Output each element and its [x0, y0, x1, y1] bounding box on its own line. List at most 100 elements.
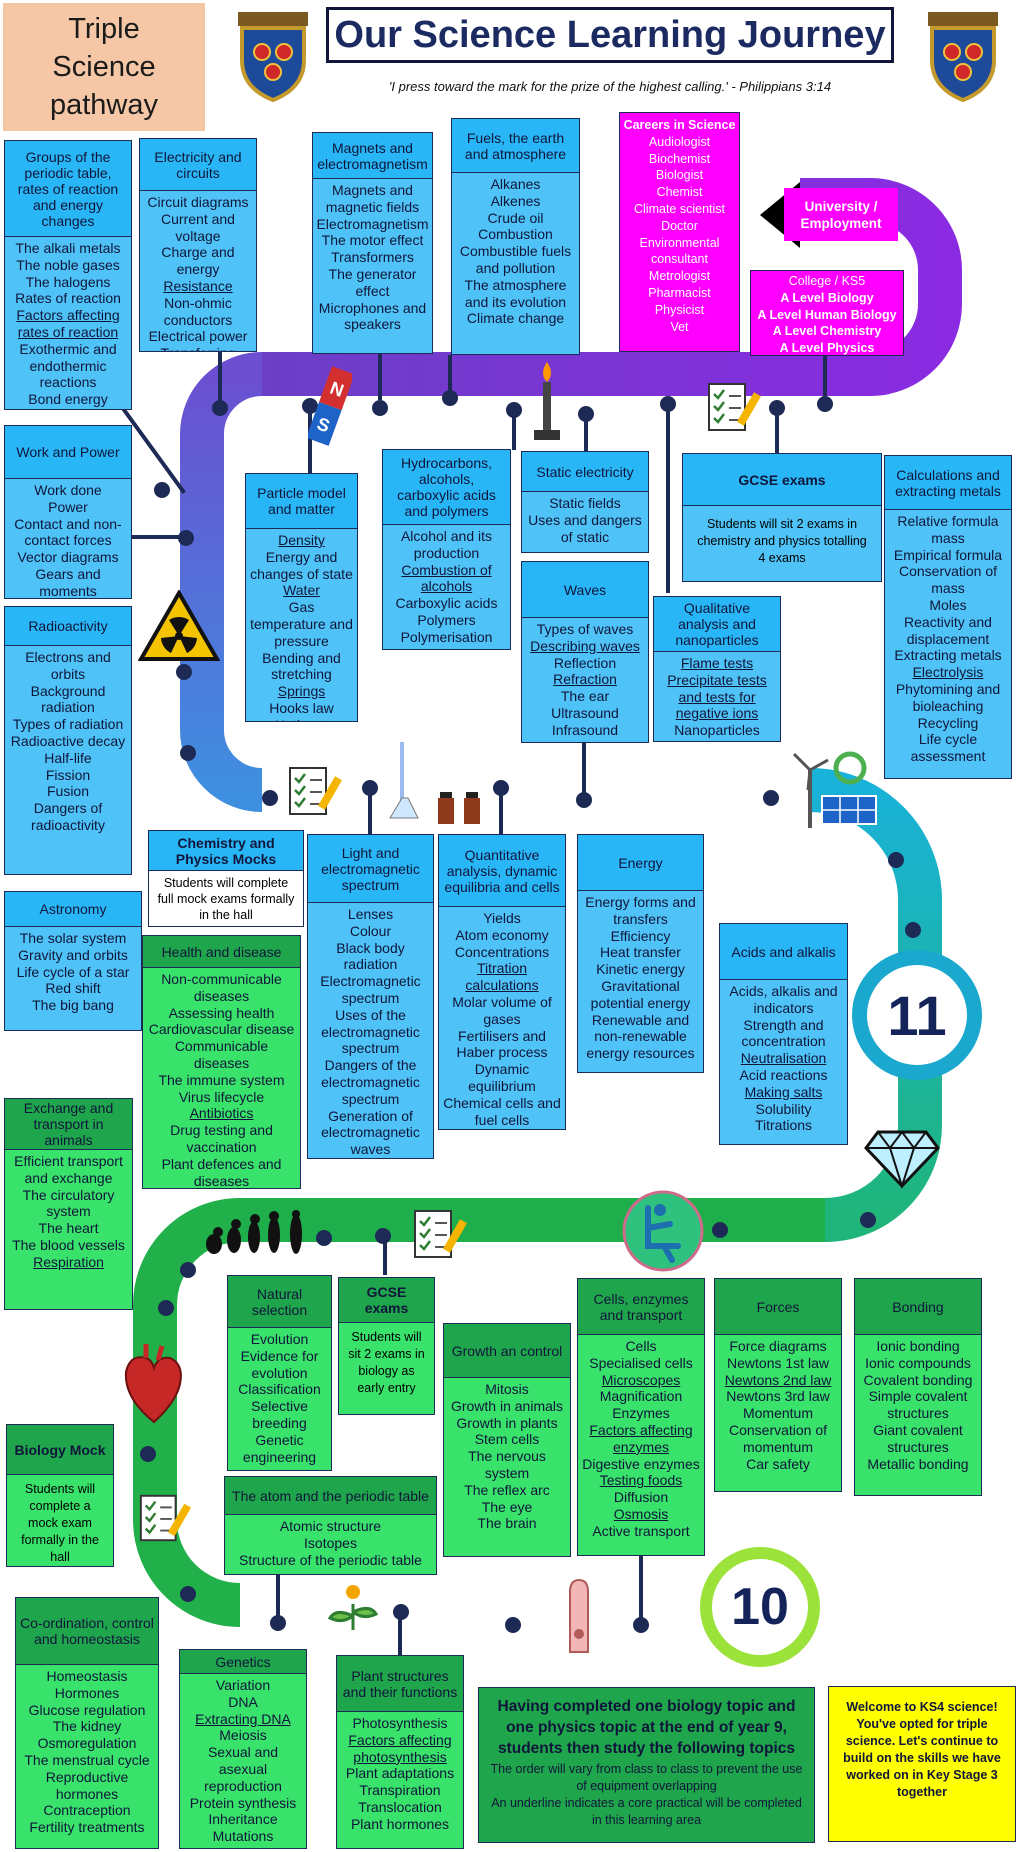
topic-title: Hydrocarbons, alcohols, carboxylic acids… [383, 450, 510, 525]
topic-item: Genetic engineering [242, 1431, 317, 1465]
topic-item: Dynamic equilibrium [468, 1061, 536, 1094]
topic-item: The blood vessels [12, 1236, 125, 1253]
topic-item: Covalent bonding [863, 1371, 973, 1388]
topic-item: Magnification [599, 1388, 683, 1405]
topic-item: Ultrasound [551, 704, 619, 721]
topic-title: Groups of the periodic table, rates of r… [5, 141, 131, 237]
svg-text:N: N [327, 378, 346, 401]
topic-item: Hooks law [269, 699, 334, 716]
topic-item: Climate change [466, 310, 565, 327]
topic-item: Radioactive decay [10, 732, 126, 749]
topic-item: The circulatory system [22, 1186, 115, 1220]
topic-item: Alkenes [490, 192, 541, 209]
topic-item: The noble gases [16, 256, 120, 273]
topic-item: Ionic compounds [865, 1354, 971, 1371]
topic-item: Yields [483, 910, 521, 926]
topic-item: Kinetic energy [596, 961, 685, 978]
topic-item: The generator effect [328, 265, 417, 299]
topic-item: Variation [215, 1677, 271, 1693]
topic-item: Fertilisers and Haber process [456, 1027, 548, 1061]
topic-item: Protein synthesis [189, 1794, 297, 1811]
topic-item: Gravity and orbits [18, 946, 128, 963]
topic-item: Heat transfer [600, 944, 681, 961]
topic-item: Ionic bonding [876, 1338, 960, 1354]
topic-item: Transformers [331, 249, 414, 266]
topic-item: Circuit diagrams [147, 194, 249, 210]
topic-item: Current and voltage [161, 210, 235, 244]
magnet-icon: N S [308, 366, 352, 446]
topic-title: Cells, enzymes and transport [578, 1279, 704, 1335]
evolution-icon [206, 1210, 302, 1254]
topic-item: Newtons 1st law [727, 1354, 829, 1371]
topic-item: The alkali metals [15, 240, 121, 256]
wind-turbine-solar-icon [792, 751, 877, 828]
topic-item: Lenses [347, 906, 394, 922]
topic-title: Plant structures and their functions [337, 1656, 463, 1712]
topic-item: Titrations [754, 1117, 813, 1134]
topic-item: Acid reactions [739, 1066, 828, 1083]
topic-item: Stem cells [474, 1431, 540, 1448]
topic-item: The solar system [19, 930, 127, 946]
topic-item: Renewable and non-renewable energy resou… [586, 1011, 695, 1062]
core-practical-item: Factors affecting enzymes [589, 1421, 693, 1455]
topic-item: Sexual and asexual reproduction [204, 1744, 282, 1794]
core-practical-item: Precipitate tests and tests for negative… [667, 671, 767, 722]
topic-item: Growth in animals [450, 1397, 564, 1414]
topic-title: Bonding [855, 1279, 981, 1335]
topic-item: Fusion [46, 783, 90, 800]
topic-item: Specialised cells [589, 1354, 693, 1371]
topic-item: Efficient transport and exchange [14, 1153, 123, 1186]
topic-item: Diffusion [613, 1489, 669, 1506]
topic-item: Fission [45, 766, 91, 783]
gcse-exams-y10: GCSE exams Students will sit 2 exams in … [338, 1277, 435, 1415]
topic-item: The big bang [32, 997, 114, 1014]
topic-item: Plant hormones [350, 1815, 450, 1832]
lab-equipment-icon [389, 742, 480, 824]
college-item: A Level Human Biology [757, 307, 897, 322]
topic-item: Osmoregulation [37, 1735, 137, 1752]
college-item: A Level Chemistry [772, 324, 882, 339]
bunsen-burner-icon [534, 362, 560, 440]
topic-item: Reactivity and displacement [904, 613, 992, 647]
topic-item: Gears and moments [35, 565, 101, 599]
topic-groups-periodic-table: Groups of the periodic table, rates of r… [4, 140, 132, 410]
topic-title: Acids and alkalis [720, 924, 847, 980]
topic-item: Dangers of the electromagnetic spectrum [321, 1057, 420, 1107]
careers-title: Careers in Science [623, 118, 736, 132]
career-item: Biochemist [648, 151, 711, 166]
topic-item: Homeostasis [46, 1668, 128, 1684]
college-item: A Level Biology [780, 290, 874, 305]
topic-item: Extracting metals [894, 647, 1002, 664]
topic-item: Simple covalent structures [868, 1388, 968, 1422]
career-item: Pharmacist [648, 285, 711, 300]
topic-item: Drug testing and vaccination [170, 1122, 273, 1155]
topic-title: Health and disease [143, 936, 300, 968]
topic-item: Molar volume of gases [452, 993, 552, 1027]
car-seat-icon [622, 1190, 704, 1272]
topic-item: Gravitational potential energy [590, 977, 691, 1011]
core-practical-item: Extracting DNA [195, 1710, 291, 1727]
career-item: Doctor [661, 218, 698, 233]
page-title: Our Science Learning Journey [326, 7, 894, 63]
topic-item: Upthurst [275, 717, 328, 721]
topic-item: Energy forms and transfers [585, 894, 696, 927]
core-practical-item: Describing waves [530, 637, 640, 654]
